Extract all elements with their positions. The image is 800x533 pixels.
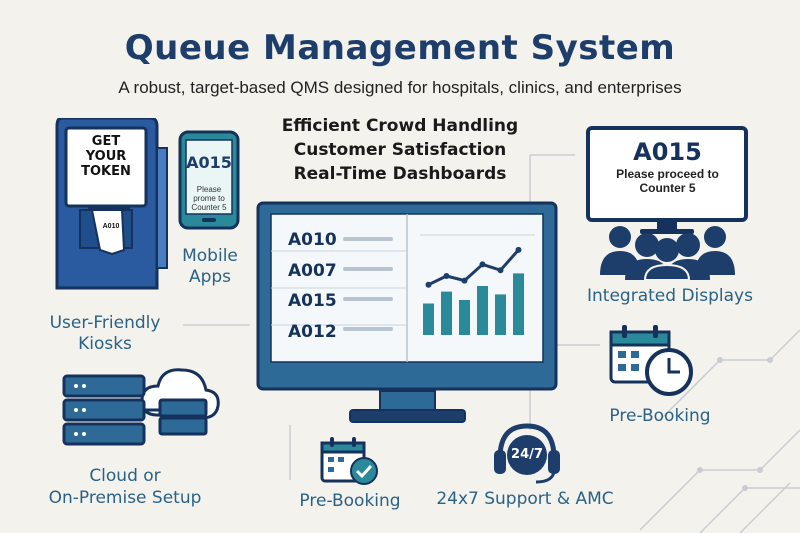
mobile-token: A015 bbox=[186, 153, 232, 172]
queue-row-line bbox=[343, 327, 393, 331]
chart-bar bbox=[477, 286, 488, 335]
chart-bar bbox=[441, 291, 452, 335]
chart-bar bbox=[495, 294, 506, 335]
prebooking-bottom-label: Pre-Booking bbox=[299, 491, 401, 511]
mobile-label: Mobile Apps bbox=[160, 246, 260, 288]
headset-icon bbox=[494, 423, 560, 484]
kiosk-ticket-text: A010 bbox=[102, 223, 120, 230]
display-message-line: Counter 5 bbox=[639, 181, 696, 195]
calendar-check-icon bbox=[320, 437, 378, 485]
chart-point bbox=[443, 273, 450, 279]
chart-point bbox=[515, 246, 522, 253]
display-message-line: Please proceed to bbox=[616, 167, 719, 181]
kiosk-screen: GET YOUR TOKEN bbox=[66, 134, 146, 179]
mobile-message-line: Please bbox=[196, 185, 222, 194]
display-label: Integrated Displays bbox=[587, 286, 753, 306]
cloud-label-line: Cloud or bbox=[89, 466, 161, 486]
support-label: 24x7 Support & AMC bbox=[436, 489, 614, 509]
queue-row-line bbox=[343, 237, 393, 241]
prebooking-right-label: Pre-Booking bbox=[609, 406, 711, 426]
queue-token: A007 bbox=[288, 261, 337, 281]
kiosk-screen-line: GET bbox=[91, 134, 121, 149]
feature-crowd-handling: Efficient Crowd Handling bbox=[281, 116, 519, 136]
kiosk-label-line: Kiosks bbox=[78, 334, 132, 354]
chart-bar bbox=[423, 303, 434, 335]
display-token: A015 bbox=[633, 138, 702, 166]
queue-row-line bbox=[343, 297, 393, 301]
chart-bar bbox=[513, 273, 524, 335]
mobile-message-line: prome to bbox=[193, 194, 225, 203]
support-badge: 24/7 bbox=[511, 447, 543, 462]
page-title: Queue Management System bbox=[124, 28, 676, 68]
display-message: Please proceed to Counter 5 bbox=[590, 167, 745, 195]
kiosk-label-line: User-Friendly bbox=[49, 313, 161, 333]
queue-token: A015 bbox=[288, 291, 337, 311]
chart-trend-line bbox=[427, 248, 520, 287]
cloud-server-icon bbox=[62, 368, 220, 446]
cloud-label: Cloud or On-Premise Setup bbox=[10, 465, 240, 509]
chart-point bbox=[497, 267, 504, 274]
queue-token: A012 bbox=[288, 322, 337, 342]
page-subtitle: A robust, target-based QMS designed for … bbox=[118, 78, 682, 97]
calendar-clock-icon bbox=[609, 325, 693, 396]
chart-point bbox=[425, 281, 432, 288]
integrated-display-icon bbox=[586, 126, 748, 280]
kiosk-screen-line: TOKEN bbox=[81, 164, 131, 179]
mobile-label-line: Apps bbox=[188, 267, 232, 287]
mobile-message-line: Counter 5 bbox=[191, 203, 227, 212]
chart-point bbox=[461, 277, 468, 284]
dashboard-monitor-icon bbox=[256, 201, 558, 423]
cloud-label-line: On-Premise Setup bbox=[48, 488, 202, 508]
mobile-label-line: Mobile bbox=[182, 246, 238, 266]
feature-realtime-dashboards: Real-Time Dashboards bbox=[293, 164, 507, 184]
mobile-phone-icon bbox=[178, 130, 240, 230]
queue-token: A010 bbox=[288, 230, 337, 250]
feature-customer-satisfaction: Customer Satisfaction bbox=[293, 140, 507, 160]
chart-bar bbox=[459, 300, 470, 335]
queue-row-line bbox=[343, 267, 393, 271]
kiosk-label: User-Friendly Kiosks bbox=[20, 313, 190, 355]
kiosk-screen-line: YOUR bbox=[85, 149, 127, 164]
chart-point bbox=[479, 261, 486, 268]
kiosk-icon bbox=[55, 118, 168, 290]
mobile-message: Please prome to Counter 5 bbox=[186, 185, 232, 212]
